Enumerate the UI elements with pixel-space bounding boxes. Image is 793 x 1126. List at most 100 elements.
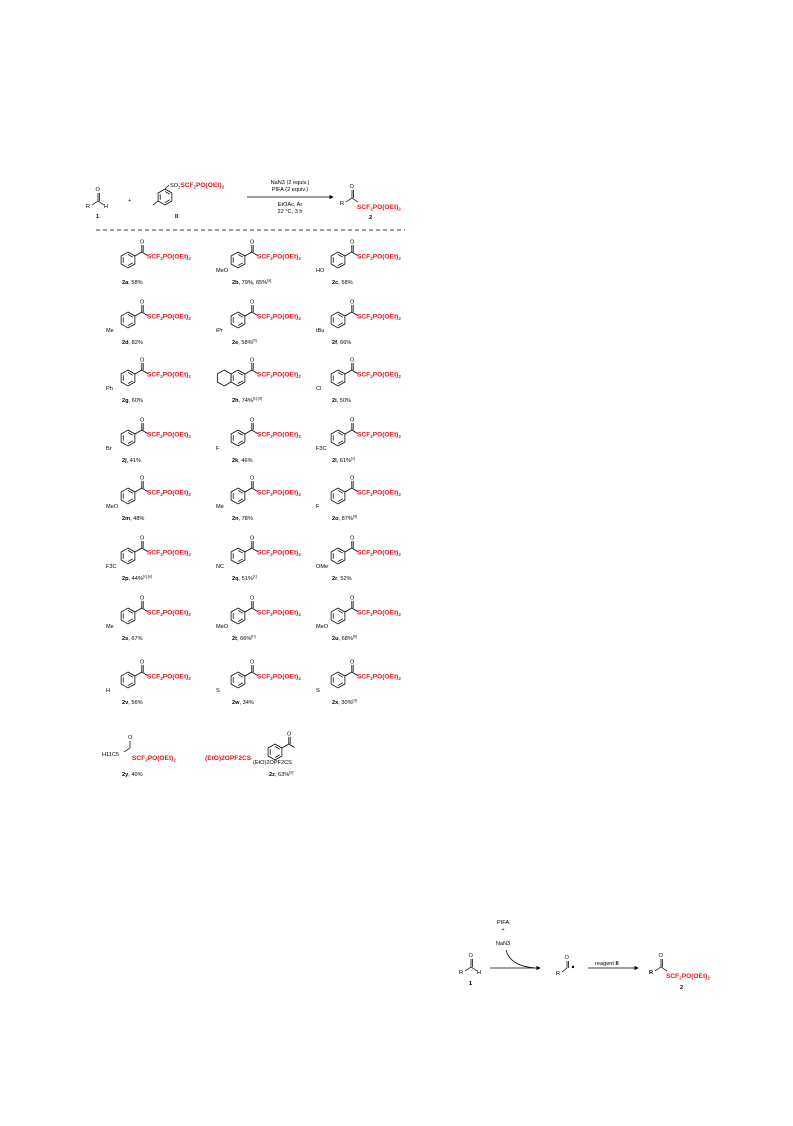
compound-2m: O MeO SCF2PO(OEt)2 2m, 48% [106, 476, 191, 523]
svg-text:SCF2PO(OEt)2: SCF2PO(OEt)2 [357, 254, 401, 262]
mech-aldehyde-1: O R H 1 [459, 953, 481, 987]
svg-text:SCF2PO(OEt)2: SCF2PO(OEt)2 [357, 204, 401, 212]
svg-text:SCF2PO(OEt)2: SCF2PO(OEt)2 [257, 432, 301, 440]
svg-text:O: O [250, 358, 255, 364]
condition-3: EtOAc, Ar [278, 202, 303, 208]
substituent-2s: Me [106, 624, 114, 630]
substituent-2p: F3C [106, 564, 117, 570]
substituent-2i: Cl [316, 386, 321, 392]
svg-text:SCF2PO(OEt)2: SCF2PO(OEt)2 [357, 674, 401, 682]
substituent-2z: (EtO)2OPF2CS [253, 760, 292, 766]
caption-2g: 2g, 60% [122, 398, 143, 404]
svg-text:O: O [250, 476, 255, 482]
svg-text:R: R [649, 970, 653, 976]
svg-text:O: O [350, 536, 355, 542]
conditions: NaN3 (2 equiv.) PIFA (2 equiv.) EtOAc, A… [247, 180, 334, 215]
svg-text:O: O [140, 240, 145, 246]
substituent-2l: F3C [316, 446, 327, 452]
mech-step2: reagent II [595, 961, 619, 967]
mechanism-scheme: O R H 1 PIFA + NaN3 O R reagent II O R S… [459, 920, 710, 991]
svg-text:O: O [140, 358, 145, 364]
svg-text:SCF2PO(OEt)2: SCF2PO(OEt)2 [147, 550, 191, 558]
svg-text:O: O [469, 953, 474, 959]
substituent-2m: MeO [106, 504, 119, 510]
caption-2s: 2s, 67% [122, 636, 143, 642]
caption-2y: 2y, 40% [122, 772, 143, 778]
substituent-2k: F [216, 446, 220, 452]
svg-text:O: O [287, 732, 292, 738]
svg-text:SCF2PO(OEt)2: SCF2PO(OEt)2 [147, 254, 191, 262]
svg-text:SCF2PO(OEt)2: SCF2PO(OEt)2 [357, 432, 401, 440]
svg-text:O: O [96, 187, 101, 193]
aldehyde-1: O R H 1 [86, 187, 108, 220]
product-2-label: 2 [369, 215, 372, 221]
caption-2i: 2i, 50% [332, 398, 351, 404]
svg-text:O: O [140, 596, 145, 602]
substituent-2w: S [216, 688, 220, 694]
svg-text:SCF2PO(OEt)2: SCF2PO(OEt)2 [147, 610, 191, 618]
svg-text:SCF2PO(OEt)2: SCF2PO(OEt)2 [147, 314, 191, 322]
svg-text:O: O [140, 476, 145, 482]
svg-text:O: O [350, 596, 355, 602]
mech-product-2: O R SCF2PO(OEt)2 2 [649, 953, 710, 991]
svg-text:SCF2PO(OEt)2: SCF2PO(OEt)2 [147, 490, 191, 498]
substituent-2e: iPr [216, 328, 223, 334]
product-2: O R SCF2PO(OEt)2 2 [340, 184, 401, 221]
caption-2p: 2p, 44%[c],[e] [122, 575, 152, 583]
mech-pifa: PIFA [497, 920, 509, 926]
svg-text:O: O [350, 358, 355, 364]
substituent-2d: Me [106, 328, 114, 334]
svg-text:R: R [340, 201, 344, 207]
svg-text:R: R [556, 971, 560, 977]
svg-text:O: O [140, 660, 145, 666]
caption-2x: 2x, 30%[d] [332, 699, 357, 707]
svg-text:O: O [350, 240, 355, 246]
svg-text:SCF2PO(OEt)2: SCF2PO(OEt)2 [357, 314, 401, 322]
substituent-2j: Br [106, 446, 112, 452]
caption-2l: 2l, 61%[c] [332, 457, 355, 465]
svg-text:SCF2PO(OEt)2: SCF2PO(OEt)2 [257, 490, 301, 498]
substituent-2o: F [316, 504, 320, 510]
reaction-scheme: O R H 1 + SO2SCF2PO(OEt)2 II NaN3 (2 equ… [86, 180, 405, 231]
svg-text:O: O [250, 536, 255, 542]
caption-2t: 2t, 66%[b] [232, 635, 256, 643]
substituent-2x: S [316, 688, 320, 694]
mech-nan3: NaN3 [496, 941, 510, 947]
svg-text:R: R [459, 970, 463, 976]
caption-2m: 2m, 48% [122, 516, 144, 522]
substituent-2n: Me [216, 504, 224, 510]
substituent-2b: MeO [216, 268, 229, 274]
caption-2o: 2o, 87%[d] [332, 515, 357, 523]
substituent-2q: NC [216, 564, 224, 570]
condition-2: PIFA (2 equiv.) [272, 187, 308, 193]
mech-curved-arrow [505, 949, 536, 969]
condition-1: NaN3 (2 equiv.) [271, 180, 310, 186]
caption-2z: 2z, 63%[d] [269, 771, 293, 779]
svg-text:SCF2PO(OEt)2: SCF2PO(OEt)2 [132, 755, 176, 763]
svg-text:SCF2PO(OEt)2: SCF2PO(OEt)2 [257, 610, 301, 618]
caption-2u: 2u, 68%[b] [332, 635, 357, 643]
svg-text:O: O [350, 184, 355, 190]
svg-text:SCF2PO(OEt)2: SCF2PO(OEt)2 [357, 610, 401, 618]
svg-text:O: O [250, 240, 255, 246]
svg-text:SCF2PO(OEt)2: SCF2PO(OEt)2 [147, 372, 191, 380]
caption-2h: 2h, 74%[c],[d] [232, 397, 262, 405]
svg-text:H: H [104, 204, 108, 210]
caption-2j: 2j, 41% [122, 458, 141, 464]
compound-2s: O Me SCF2PO(OEt)2 2s, 67% [106, 596, 191, 643]
